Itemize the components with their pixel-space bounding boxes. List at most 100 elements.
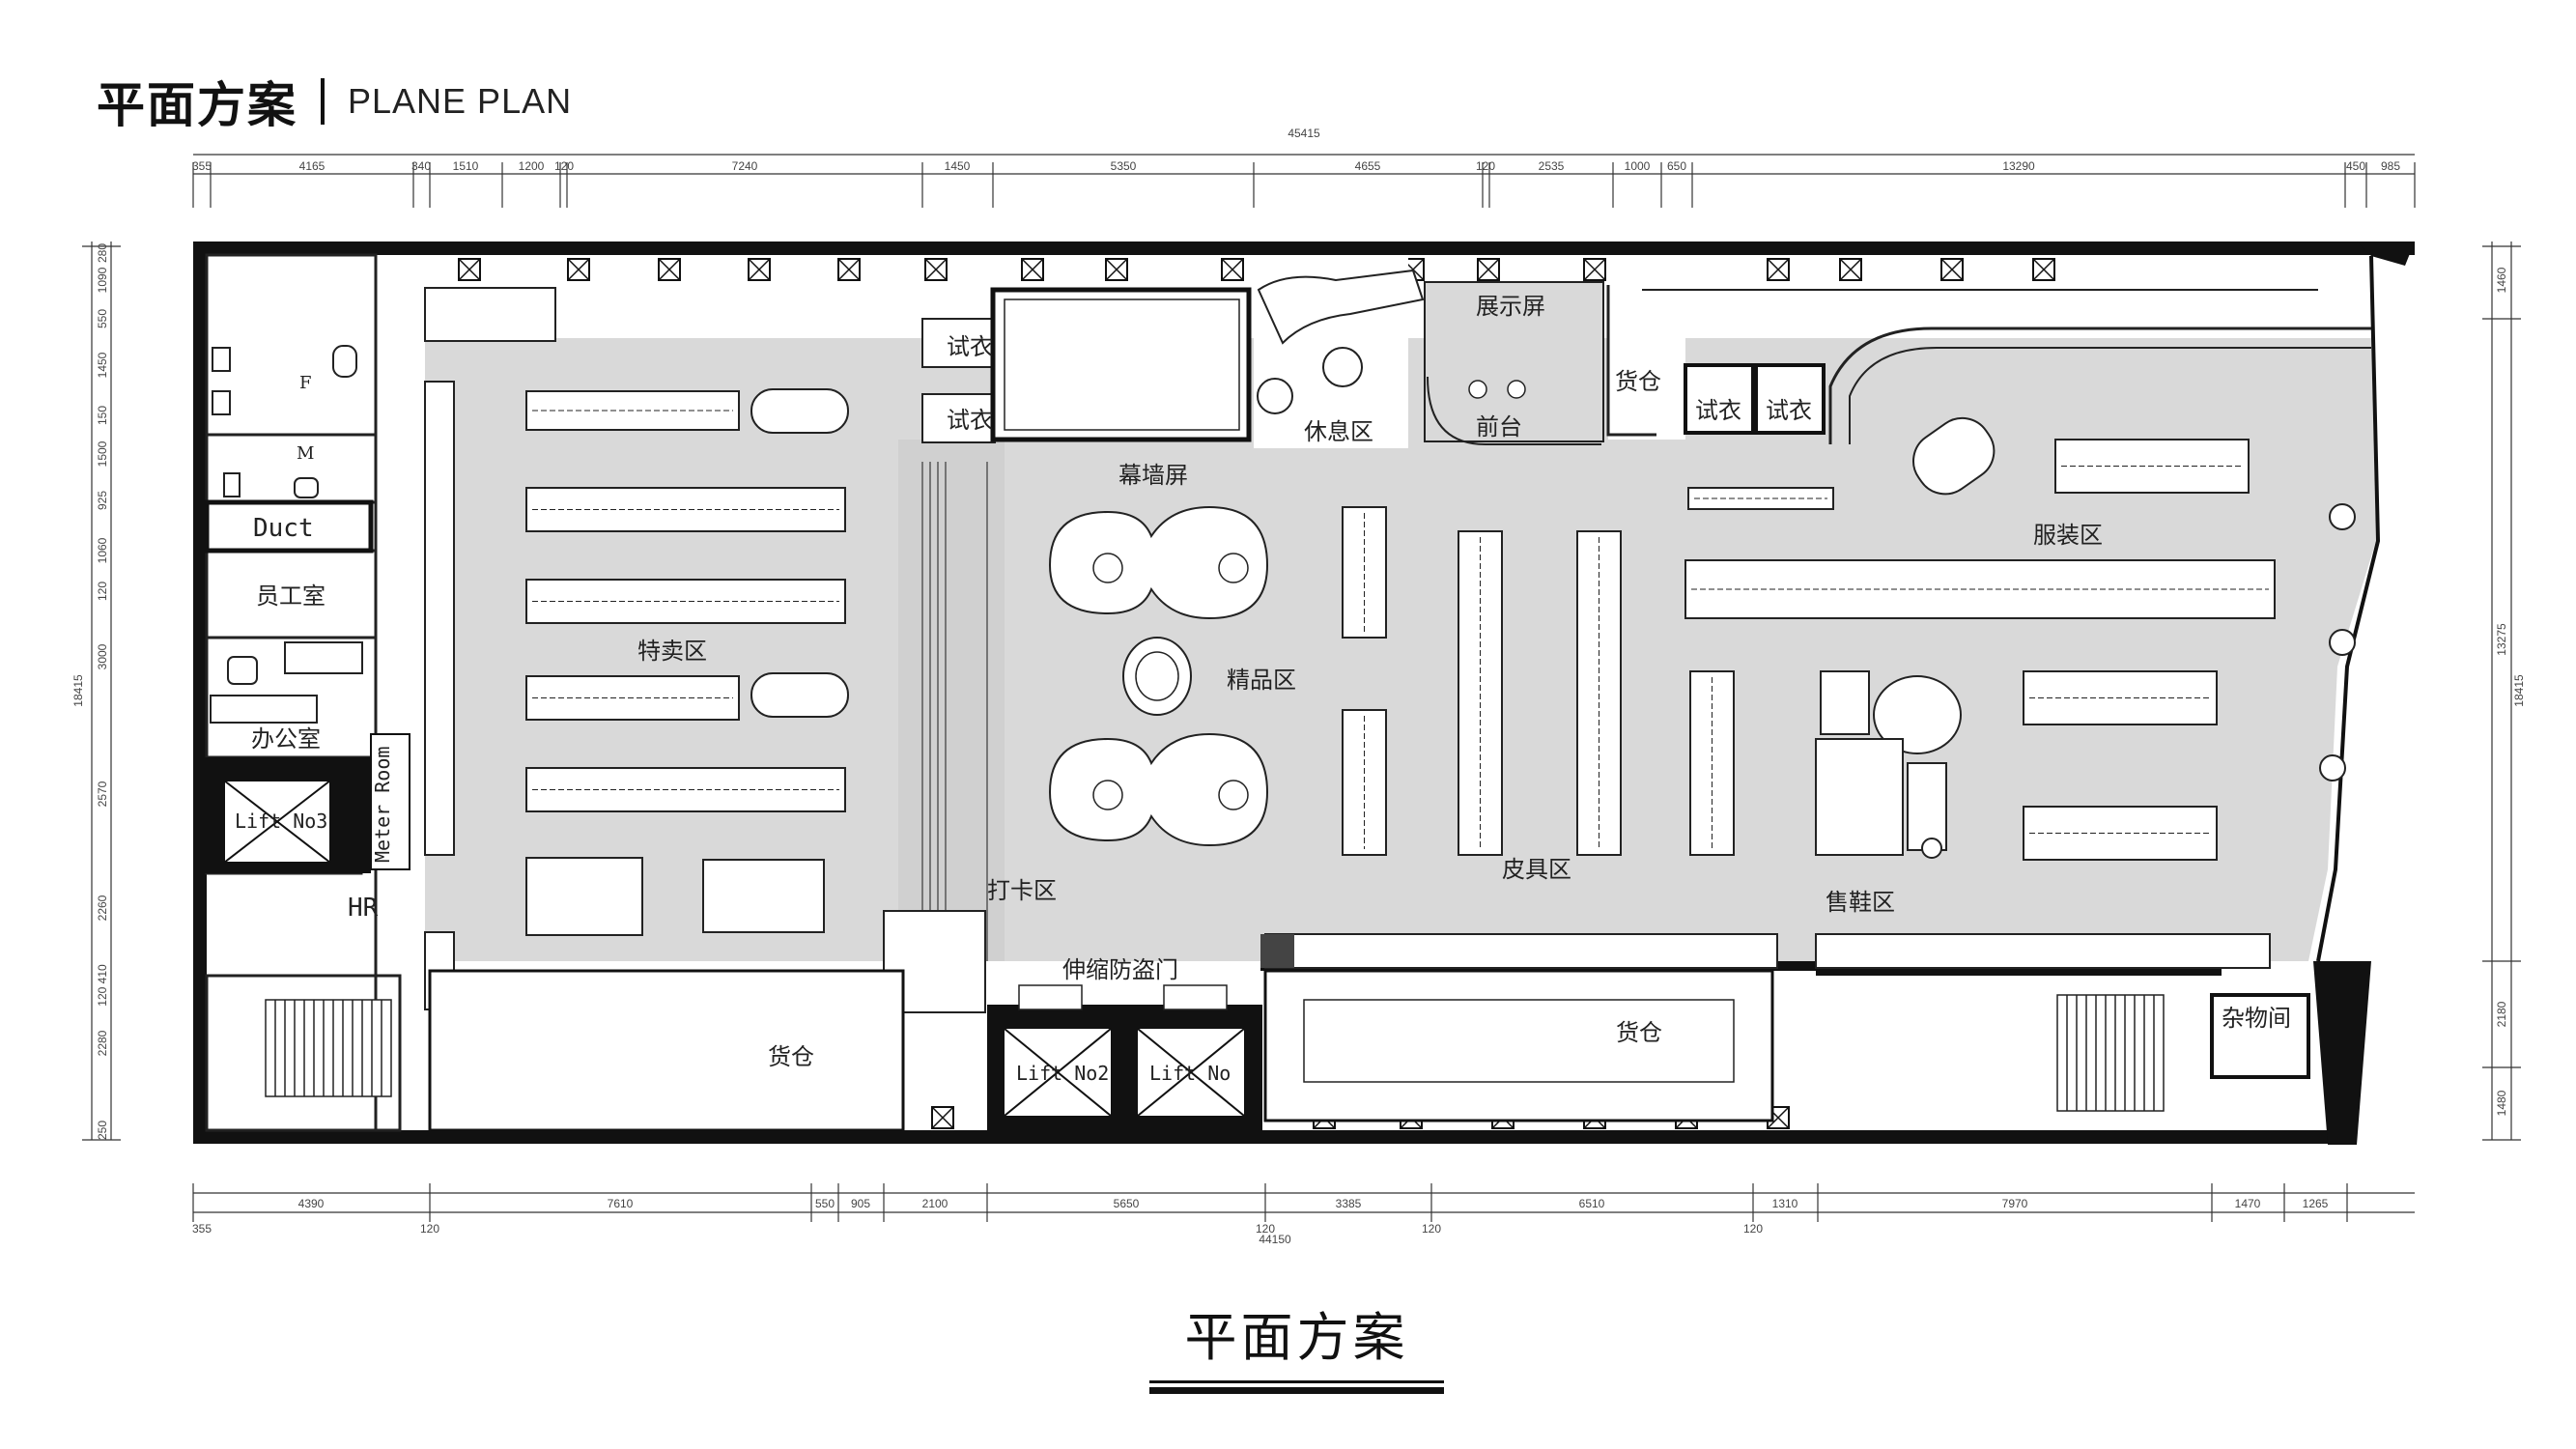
dim-label: 120 [1743,1222,1763,1236]
storage-top-zone [1608,280,1685,440]
dim-label: 1200 [519,159,545,173]
misc-room [2210,993,2310,1079]
label-security-door: 伸缩防盗门 [1062,956,1178,983]
dim-label: 2535 [1539,159,1565,173]
dim-label: 2260 [96,895,109,921]
rack [1576,530,1622,856]
dim-label: 13275 [2495,623,2508,656]
toilet-fixtures [210,345,363,724]
dim-label: 1460 [2495,267,2508,293]
page-header: 平面方案 PLANE PLAN [97,68,572,135]
column-mark [748,258,771,281]
dim-label: 1450 [945,159,971,173]
label-toilet-m: M [297,443,314,464]
dim-left-total: 18415 [71,674,85,707]
dim-label: 2100 [922,1197,948,1210]
column-mark [931,1106,954,1129]
dim-label: 120 410 [96,964,109,1007]
dim-label: 550 [96,309,109,328]
dim-label: 7610 [608,1197,634,1210]
dim-label: 4165 [299,159,326,173]
dim-label: 340 [411,159,431,173]
sale-round-table-1 [750,388,849,434]
label-front-desk: 前台 [1476,413,1522,440]
dim-label: 1000 [1625,159,1651,173]
dim-label: 13290 [2002,159,2035,173]
boutique-center-table [1122,637,1192,716]
dim-label: 6510 [1579,1197,1605,1210]
column-mark [1021,258,1044,281]
column-mark [2032,258,2055,281]
label-curtain-screen: 幕墙屏 [1118,462,1188,489]
dim-label: 1265 [2303,1197,2329,1210]
column-mark [1105,258,1128,281]
caption-underline [1149,1380,1444,1383]
sale-round-table-2 [750,672,849,718]
fitting-rooms-right [1684,363,1826,435]
column-mark [837,258,861,281]
dim-right-total: 18415 [2512,674,2526,707]
dimension-lines [91,154,2512,1213]
label-hr: HR [348,894,379,923]
label-rest-area: 休息区 [1304,418,1373,445]
label-lift-1: Lift No [1149,1062,1231,1085]
fitting-rooms-left [921,318,996,443]
pod-seat [1092,780,1123,810]
dim-label: 120 [1476,159,1495,173]
label-meter-room: Meter Room [371,747,394,863]
dim-label: 3000 [96,643,109,669]
curved-partition [1828,327,2371,444]
dim-label: 2570 [96,781,109,807]
dim-label: 5650 [1114,1197,1140,1210]
dim-label: 650 [1667,159,1686,173]
room-labels: 试衣 试衣 试衣 试衣 展示屏 前台 休息区 幕墙屏 货仓 服装区 特卖区 精品… [235,293,2291,1085]
rack [1458,530,1503,856]
storage-wall [1606,285,1656,437]
column-mark [658,258,681,281]
right-stair-treads [2066,995,2155,1111]
dim-label: 120 [1256,1222,1275,1236]
pod-seat [1218,780,1249,810]
rack [1342,506,1387,639]
dim-label: 120 [554,159,574,173]
dim-label: 355 [192,1222,212,1236]
clothing-oval [1912,416,1996,496]
leather-racks [1342,506,1735,856]
column-mark [924,258,948,281]
security-door-right [1163,984,1228,1010]
column-mark [1583,258,1606,281]
label-misc-room: 杂物间 [2222,1005,2291,1032]
title-chinese: 平面方案 [97,77,297,133]
dim-label: 7240 [732,159,758,173]
duct-shaft [204,499,374,554]
right-facade [2316,255,2381,962]
dim-label: 2180 [2495,1001,2508,1027]
pod-seat [1218,553,1249,583]
dim-label: 355 [192,159,212,173]
dim-label: 1060 [96,537,109,563]
boutique-pod [1048,732,1269,847]
dimension-ticks [82,162,2521,1222]
dim-label: 5350 [1111,159,1137,173]
dim-label: 1090 [96,267,109,293]
security-door-left [1018,984,1083,1010]
dim-label: 7970 [2002,1197,2028,1210]
dim-label: 1470 [2235,1197,2261,1210]
dim-label: 250 [96,1121,109,1140]
dim-left-labels: 2801090550145015015009251060120300025702… [96,243,109,1140]
dim-label: 4390 [298,1197,325,1210]
caption-underline-thick [1149,1387,1444,1394]
label-checkin-area: 打卡区 [987,877,1057,904]
sale-racks [525,390,846,812]
column-mark [1221,258,1244,281]
dim-label: 1510 [453,159,479,173]
curtain-screen-box [990,287,1252,442]
dim-label: 150 [96,406,109,425]
dim-label: 985 [2381,159,2400,173]
dim-label: 280 [96,243,109,263]
label-toilet-f: F [299,373,312,393]
label-clothing-area: 服装区 [2033,522,2103,549]
caption-text: 平面方案 [1184,1307,1409,1368]
